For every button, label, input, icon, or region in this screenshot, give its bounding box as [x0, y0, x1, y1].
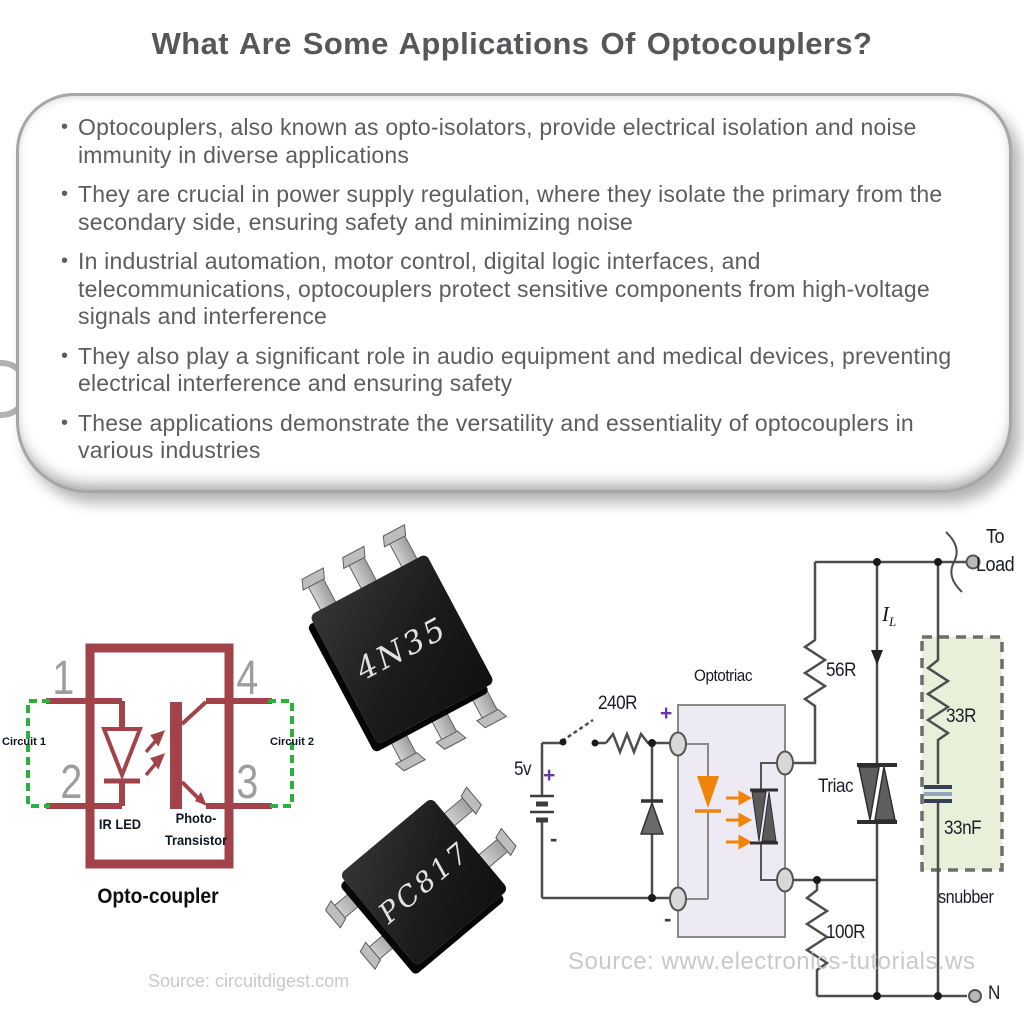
current-arrow-icon: [871, 650, 883, 665]
chip-pc817: PC817: [332, 796, 510, 967]
package-outline: [85, 643, 234, 869]
chip-pc817-label: PC817: [371, 834, 477, 930]
small-triac-symbol: [750, 788, 778, 845]
optocoupler-schematic-drawing: [26, 643, 294, 869]
resistor-100r-label: 100R: [826, 922, 866, 943]
circuit2-label: Circuit 2: [270, 736, 315, 748]
resistor-56r: [787, 562, 828, 765]
capacitor-symbol: [924, 785, 952, 803]
pin-number-3: 3: [236, 756, 259, 809]
resistor-33r: [925, 562, 951, 784]
resistor-240r: [605, 730, 670, 756]
phototransistor-symbol: [170, 700, 208, 809]
optotriac-minus-sign: -: [664, 906, 672, 931]
circuit1-label: Circuit 1: [2, 736, 47, 748]
load-current-label: IL: [882, 602, 896, 630]
bullet-item-5: These applications demonstrate the versa…: [59, 410, 971, 465]
phototransistor-label-line2: Transistor: [164, 832, 228, 848]
led-symbol: [697, 776, 719, 808]
to-load-label-line1: To: [986, 526, 1005, 548]
pin-number-1: 1: [52, 652, 75, 705]
resistor-100r: [804, 880, 830, 996]
phototransistor-label-line1: Photo-: [175, 810, 217, 826]
bullet-item-3: In industrial automation, motor control,…: [59, 248, 971, 331]
diode-symbol: [639, 799, 665, 835]
junction-dots: [559, 558, 942, 1000]
source-credit-left: Source: circuitdigest.com: [148, 971, 350, 991]
ir-led-symbol: [101, 727, 143, 784]
led-light-arrows-icon: [726, 790, 753, 850]
optotriac-label: Optotriac: [694, 666, 753, 685]
pin-number-2: 2: [60, 756, 83, 809]
snubber-label: snubber: [938, 887, 994, 907]
chip-4n35: 4N35: [306, 533, 499, 764]
source-credit-right: Source: www.electronics-tutorials.ws: [568, 948, 976, 975]
switch-lever: [561, 718, 594, 743]
resistor-33r-label: 33R: [946, 706, 977, 727]
neutral-terminal: [968, 989, 982, 1003]
pin-wires: [46, 698, 272, 809]
optotriac-internals: [678, 743, 785, 900]
battery-plus-sign: +: [543, 764, 556, 787]
chip-4n35-label: 4N35: [350, 610, 454, 688]
resistor-56r-label: 56R: [826, 660, 857, 681]
ir-led-label: IR LED: [98, 816, 142, 832]
optotriac-circuit-drawing: [530, 531, 1004, 1003]
battery-minus-sign: -: [550, 826, 558, 851]
current-subscript: L: [889, 614, 897, 630]
page-title: What Are Some Applications Of Optocouple…: [151, 26, 873, 61]
capacitor-33nf-label: 33nF: [944, 818, 982, 839]
optotriac-circuit-panel: Source: www.electronics-tutorials.ws: [510, 510, 1024, 1024]
circuit-boundaries: [26, 699, 294, 808]
optocoupler-caption: Opto-coupler: [97, 885, 219, 908]
light-arrows-icon: [144, 730, 166, 777]
to-load-label-line2: Load: [976, 554, 1015, 576]
bullet-item-2: They are crucial in power supply regulat…: [59, 181, 971, 236]
pin-number-4: 4: [236, 652, 259, 705]
optotriac-terminals: [669, 731, 794, 912]
circuit-wires: [540, 531, 967, 998]
optotriac-plus-sign: +: [660, 702, 673, 725]
resistor-240r-label: 240R: [598, 693, 638, 714]
battery-symbol: [530, 794, 554, 823]
chip-body: 4N35: [309, 553, 495, 745]
supply-voltage-label: 5v: [514, 759, 532, 780]
optocoupler-schematic-panel: 1 2 4 3 Circuit 1 Circuit 2 IR LED Photo…: [0, 505, 349, 1024]
summary-bullet-box: Optocouplers, also known as opto-isolato…: [16, 93, 1012, 493]
triac-symbol: [857, 763, 897, 824]
bullet-item-1: Optocouplers, also known as opto-isolato…: [59, 114, 971, 169]
triac-label: Triac: [818, 776, 854, 797]
current-symbol: I: [882, 602, 889, 626]
neutral-label: N: [988, 983, 1000, 1004]
ac-sine-icon: [945, 531, 963, 593]
snubber-box: [920, 635, 1004, 872]
bullet-item-4: They also play a significant role in aud…: [59, 343, 971, 398]
load-terminal: [965, 554, 981, 570]
